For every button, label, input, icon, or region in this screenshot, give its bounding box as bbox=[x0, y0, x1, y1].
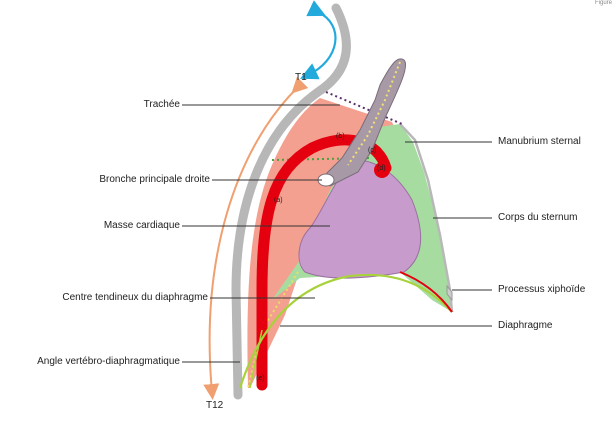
vertebral-range-arrow bbox=[203, 76, 309, 400]
tag-aorta-root: (d) bbox=[377, 165, 386, 172]
label-centre: Centre tendineux du diaphragme bbox=[62, 292, 208, 303]
label-t1: T1 bbox=[295, 72, 307, 83]
neck-rotation-arrow bbox=[300, 0, 337, 80]
label-corps: Corps du sternum bbox=[498, 212, 578, 223]
label-manubrium: Manubrium sternal bbox=[498, 136, 581, 147]
vertebral-column bbox=[231, 3, 351, 400]
tag-aorta-low: (e) bbox=[256, 375, 265, 382]
thoracic-inlet-dotted-line bbox=[325, 91, 403, 125]
label-t12: T12 bbox=[206, 400, 224, 411]
trachea-dotted-center bbox=[347, 61, 401, 166]
label-xiphoide: Processus xiphoïde bbox=[498, 284, 586, 295]
tag-aorta-desc: (a) bbox=[274, 197, 283, 204]
diaphragm-lower-crus bbox=[249, 329, 263, 389]
diaphragm-tendinous-center bbox=[238, 273, 453, 389]
xiphoid-tip bbox=[446, 284, 453, 302]
label-diaphragme: Diaphragme bbox=[498, 320, 553, 331]
tag-aorta-asc: (c) bbox=[368, 147, 377, 154]
aortic-root bbox=[374, 162, 390, 178]
heart-mass bbox=[298, 159, 422, 279]
corner-mark: Figure bbox=[594, 0, 612, 6]
label-trachee: Trachée bbox=[143, 99, 180, 110]
tag-aorta-arch: (b) bbox=[336, 133, 345, 140]
label-masse: Masse cardiaque bbox=[103, 220, 180, 231]
label-bronche: Bronche principale droite bbox=[99, 174, 210, 185]
diaphragm-muscle bbox=[399, 271, 453, 313]
label-angle: Angle vertébro-diaphragmatique bbox=[37, 356, 180, 367]
